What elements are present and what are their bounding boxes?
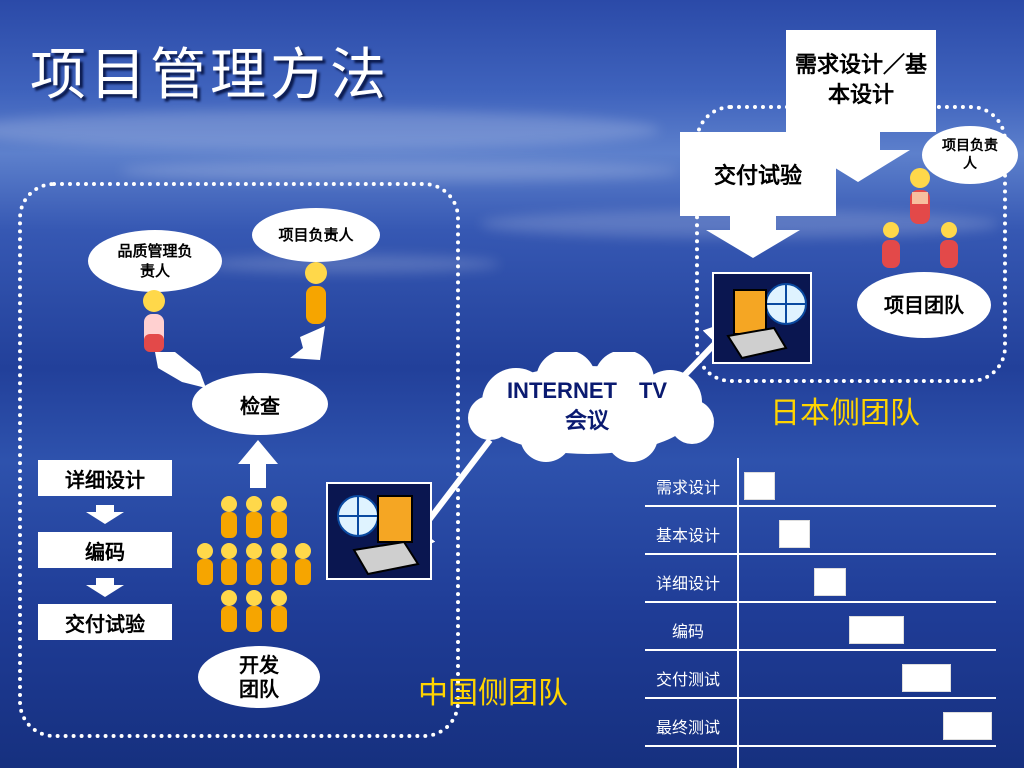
arrow-delivery-down [706, 216, 800, 258]
step-detailed-design: 详细设计 [38, 460, 172, 496]
gantt-bars [744, 458, 992, 768]
qa-manager-bubble: 品质管理负责人 [88, 230, 222, 292]
gantt-label: 需求设计 [655, 478, 720, 497]
internet-cloud-label: INTERNET TV会议 [506, 378, 668, 433]
gantt-bar-最终测试 [943, 712, 992, 740]
person-icon [302, 262, 330, 330]
gantt-label: 编码 [671, 622, 704, 641]
gantt-label: 详细设计 [655, 574, 720, 593]
person-icon [936, 222, 962, 274]
japan-project-leader-bubble: 项目负责人 [922, 126, 1018, 184]
internet-cloud: INTERNET TV会议 [456, 350, 720, 464]
china-project-leader-bubble: 项目负责人 [252, 208, 380, 262]
arrow-dev-to-review [238, 440, 278, 488]
gantt-bar-基本设计 [779, 520, 811, 548]
china-team-label: 中国侧团队 [418, 676, 568, 711]
dev-team-bubble: 开发 团队 [198, 646, 320, 708]
japan-project-team-bubble: 项目团队 [857, 272, 991, 338]
delivery-test-box-japan: 交付试验 [680, 132, 836, 216]
gantt-bar-需求设计 [744, 472, 776, 500]
cloud-streak [120, 160, 680, 182]
cloud-streak [0, 110, 660, 150]
person-icon [140, 290, 168, 358]
step-arrow [86, 505, 124, 524]
arrow-requirements-down [806, 132, 910, 182]
person-icon [905, 168, 935, 232]
arrow-qa-to-review [155, 352, 206, 388]
gantt-label: 最终测试 [655, 718, 720, 737]
step-coding: 编码 [38, 532, 172, 568]
gantt-bar-详细设计 [814, 568, 846, 596]
person-icon [878, 222, 904, 274]
step-arrow [86, 578, 124, 597]
china-team-region [18, 182, 460, 738]
page-title: 项目管理方法 [30, 43, 390, 108]
gantt-label: 交付测试 [655, 670, 720, 689]
gantt-bar-交付测试 [902, 664, 951, 692]
cloud-streak [200, 255, 500, 273]
japan-team-label: 日本侧团队 [770, 396, 920, 431]
review-bubble: 检查 [192, 373, 328, 435]
requirements-box: 需求设计／基本设计 [786, 30, 936, 132]
japan-computer-icon [712, 272, 812, 364]
arrow-leader-to-review [290, 326, 325, 360]
gantt-label: 基本设计 [655, 526, 720, 545]
china-computer-icon [326, 482, 432, 580]
gantt-labels: 需求设计 基本设计 详细设计 编码 交付测试 最终测试 [640, 458, 736, 768]
dev-team-people [196, 494, 314, 634]
gantt-bar-编码 [849, 616, 905, 644]
step-delivery-test: 交付试验 [38, 604, 172, 640]
